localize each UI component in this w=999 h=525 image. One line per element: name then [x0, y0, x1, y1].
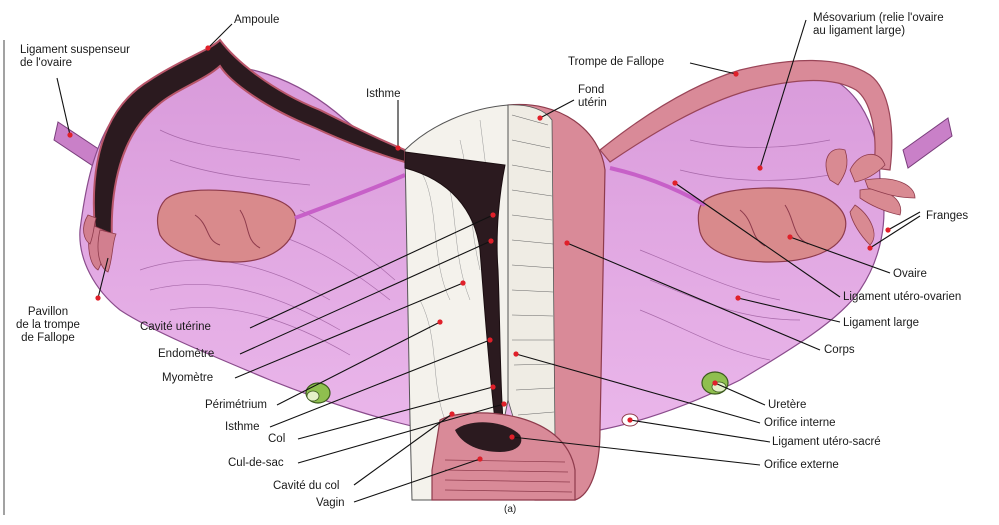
label-fond-uterin-line2: utérin — [578, 97, 607, 110]
label-franges: Franges — [926, 210, 968, 223]
label-ovaire: Ovaire — [893, 268, 927, 281]
label-mesovarium-line1: Mésovarium (relie l'ovaire — [813, 12, 944, 25]
label-ligament-suspenseur: Ligament suspenseur de l'ovaire — [20, 44, 130, 70]
label-ligament-large: Ligament large — [843, 317, 919, 330]
label-orifice-interne: Orifice interne — [764, 417, 836, 430]
label-ligament-suspenseur-line2: de l'ovaire — [20, 57, 130, 70]
suspensory-ligament-left — [54, 122, 100, 168]
label-cavite-uterine: Cavité utérine — [140, 321, 211, 334]
suspensory-ligament-right — [903, 118, 952, 168]
label-fond-uterin-line1: Fond — [578, 84, 607, 97]
right-ovary — [698, 188, 845, 262]
label-ligament-utero-sacre: Ligament utéro-sacré — [772, 436, 881, 449]
label-vagin: Vagin — [316, 497, 345, 510]
label-perimetrium: Périmétrium — [205, 399, 267, 412]
label-cavite-du-col: Cavité du col — [273, 480, 339, 493]
label-col: Col — [268, 433, 285, 446]
label-pavillon: Pavillon de la trompe de Fallope — [16, 306, 80, 345]
label-pavillon-line2: de la trompe — [16, 319, 80, 332]
label-cul-de-sac: Cul-de-sac — [228, 457, 284, 470]
label-corps: Corps — [824, 344, 855, 357]
uterus-striated-wall — [508, 105, 555, 440]
label-ligament-suspenseur-line1: Ligament suspenseur — [20, 44, 130, 57]
label-pavillon-line1: Pavillon — [16, 306, 80, 319]
label-pavillon-line3: de Fallope — [16, 332, 80, 345]
label-myometre: Myomètre — [162, 372, 213, 385]
label-trompe: Trompe de Fallope — [568, 56, 664, 69]
panel-label: (a) — [504, 504, 516, 515]
label-isthme-top: Isthme — [366, 88, 401, 101]
label-mesovarium: Mésovarium (relie l'ovaire au ligament l… — [813, 12, 944, 38]
label-uretere: Uretère — [768, 399, 806, 412]
label-ampoule: Ampoule — [234, 14, 279, 27]
label-endometre: Endomètre — [158, 348, 214, 361]
label-orifice-externe: Orifice externe — [764, 459, 839, 472]
label-fond-uterin: Fond utérin — [578, 84, 607, 110]
label-mesovarium-line2: au ligament large) — [813, 25, 944, 38]
label-ligament-utero-ovarien: Ligament utéro-ovarien — [843, 291, 961, 304]
left-ovary — [158, 190, 296, 262]
label-isthme-bottom: Isthme — [225, 421, 260, 434]
left-ureter — [306, 383, 330, 403]
